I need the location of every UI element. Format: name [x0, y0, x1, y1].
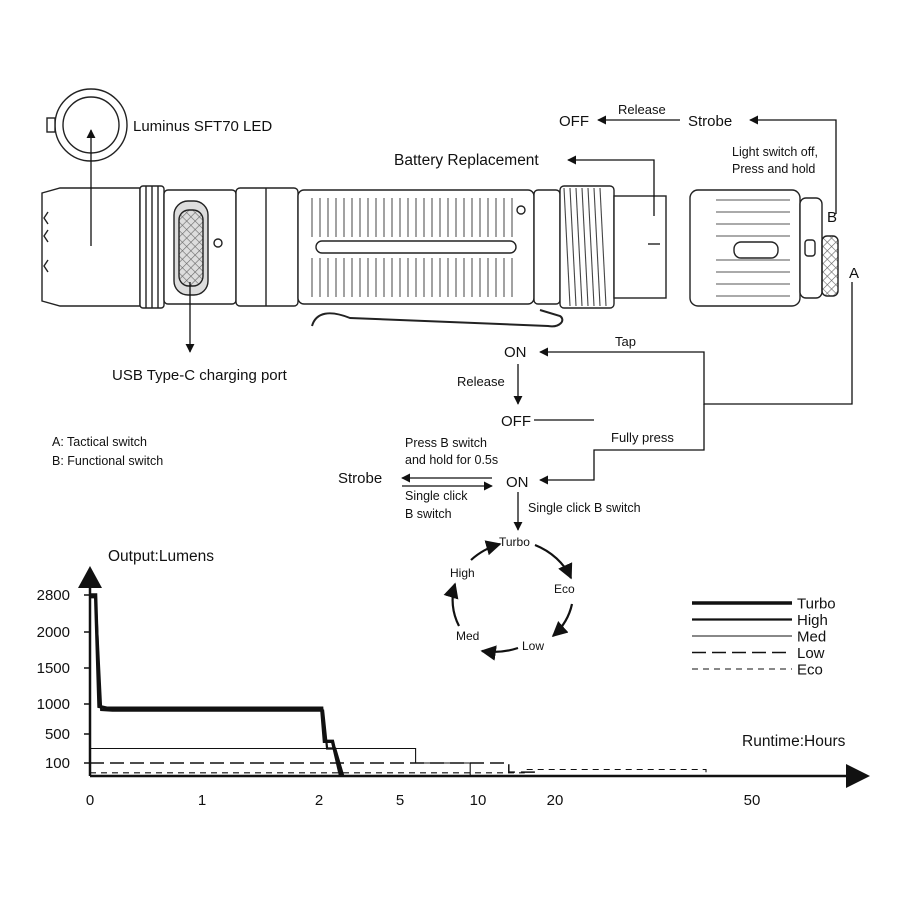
- y-tick-label: 2000: [37, 624, 70, 641]
- chart-ylabel: Output:Lumens: [108, 548, 214, 565]
- y-tick-label: 500: [45, 726, 70, 743]
- flow-release: Release: [457, 374, 505, 389]
- mode-low: Low: [522, 639, 544, 653]
- y-tick-label: 1000: [37, 696, 70, 713]
- switch-a-button: [821, 235, 839, 297]
- legend-label: High: [797, 612, 828, 629]
- switch-label-b: B: [827, 209, 837, 226]
- flow-single-click-line2: B switch: [405, 507, 452, 521]
- series-low-line: [90, 762, 537, 776]
- battery-label: Battery Replacement: [394, 152, 539, 169]
- series-group: [90, 593, 707, 777]
- flow-press-b-line2: and hold for 0.5s: [405, 453, 498, 467]
- x-tick-label: 0: [86, 792, 94, 809]
- battery-tube: [613, 195, 667, 299]
- x-tick-label: 5: [396, 792, 404, 809]
- flashlight-body: [41, 185, 839, 328]
- mode-cycle: [443, 540, 574, 661]
- legend-label: Med: [797, 629, 826, 646]
- legend-label: Turbo: [797, 596, 836, 613]
- x-tick-group: 0 1 2 5 10 20 50: [86, 792, 761, 809]
- y-tick-label: 2800: [37, 587, 70, 604]
- x-tick-label: 20: [547, 792, 564, 809]
- switch-a-legend: A: Tactical switch: [52, 435, 147, 449]
- series-high-line: [90, 596, 345, 777]
- flow-strobe: Strobe: [338, 470, 382, 487]
- usb-label: USB Type-C charging port: [112, 367, 288, 384]
- callout-arrows: [86, 115, 853, 531]
- x-tick-label: 1: [198, 792, 206, 809]
- flow-press-b-line1: Press B switch: [405, 436, 487, 450]
- switch-b-button: [804, 239, 816, 257]
- top-release: Release: [618, 102, 666, 117]
- flow-tap: Tap: [615, 334, 636, 349]
- y-tick-group: 100 500 1000 1500 2000 2800: [37, 587, 90, 772]
- flow-single-click-b: Single click B switch: [528, 501, 641, 515]
- flow-on-bottom: ON: [506, 474, 529, 491]
- mode-turbo: Turbo: [499, 535, 530, 549]
- mode-eco: Eco: [554, 582, 575, 596]
- legend-label: Low: [797, 645, 825, 662]
- y-tick-label: 100: [45, 755, 70, 772]
- top-off: OFF: [559, 113, 589, 130]
- mode-high: High: [450, 566, 475, 580]
- y-tick-label: 1500: [37, 660, 70, 677]
- x-tick-label: 50: [744, 792, 761, 809]
- x-tick-label: 10: [470, 792, 487, 809]
- legend-label: Eco: [797, 662, 823, 679]
- switch-label-a: A: [849, 265, 859, 282]
- led-inset: [46, 88, 128, 162]
- top-hold-line2: Press and hold: [732, 162, 815, 176]
- switch-b-legend: B: Functional switch: [52, 454, 163, 468]
- x-tick-label: 2: [315, 792, 323, 809]
- flow-off: OFF: [501, 413, 531, 430]
- series-eco-line: [90, 768, 707, 776]
- pocket-clip: [311, 309, 564, 328]
- led-label: Luminus SFT70 LED: [133, 118, 272, 135]
- flow-on-top: ON: [504, 344, 527, 361]
- chart-axes: [78, 566, 870, 788]
- flow-single-click-line1: Single click: [405, 489, 468, 503]
- runtime-chart: Output:Lumens Runtime:Hours 100500100015…: [37, 548, 870, 809]
- top-strobe: Strobe: [688, 113, 732, 130]
- mode-med: Med: [456, 629, 479, 643]
- flow-fully-press: Fully press: [611, 430, 674, 445]
- top-hold-line1: Light switch off,: [732, 145, 818, 159]
- chart-xlabel: Runtime:Hours: [742, 733, 846, 750]
